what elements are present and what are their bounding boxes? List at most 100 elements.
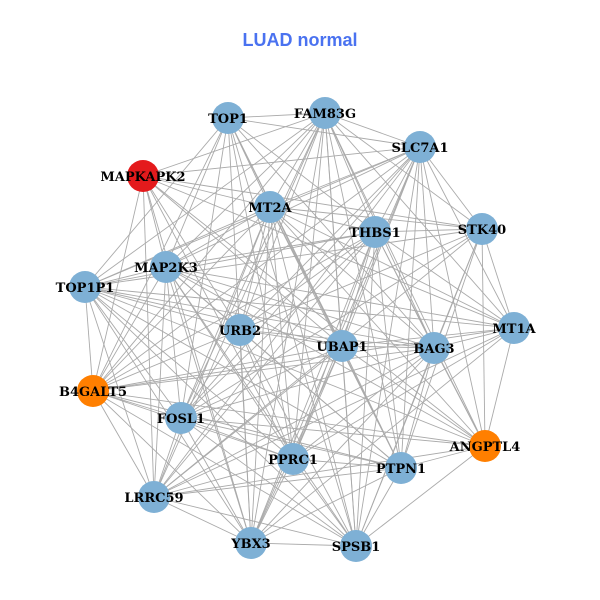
edge-thbs1-fosl1 xyxy=(180,231,376,419)
edge-urb2-ybx3 xyxy=(239,329,252,544)
edge-mt2a-ybx3 xyxy=(250,206,271,544)
edge-slc7a1-bag3 xyxy=(419,146,435,349)
edge-urb2-spsb1 xyxy=(239,329,357,547)
edge-lrrc59-ybx3 xyxy=(153,496,252,544)
node-spsb1[interactable]: SPSB1 xyxy=(332,530,381,562)
edge-mt2a-b4galt5 xyxy=(92,206,271,392)
edge-b4galt5-spsb1 xyxy=(92,390,357,547)
edge-slc7a1-urb2 xyxy=(239,146,421,331)
node-circle[interactable] xyxy=(418,332,450,364)
node-circle[interactable] xyxy=(212,102,244,134)
edge-top1p1-b4galt5 xyxy=(84,286,94,392)
edge-fosl1-pprc1 xyxy=(180,417,294,460)
node-label: MT2A xyxy=(248,201,292,216)
node-circle[interactable] xyxy=(235,527,267,559)
node-circle[interactable] xyxy=(69,271,101,303)
node-circle[interactable] xyxy=(224,314,256,346)
node-circle[interactable] xyxy=(138,481,170,513)
node-circle[interactable] xyxy=(466,213,498,245)
node-stk40[interactable]: STK40 xyxy=(458,213,506,245)
node-fosl1[interactable]: FOSL1 xyxy=(157,402,205,434)
node-circle[interactable] xyxy=(498,312,530,344)
node-top1[interactable]: TOP1 xyxy=(208,102,248,134)
node-mt2a[interactable]: MT2A xyxy=(248,191,293,223)
node-label: URB2 xyxy=(219,324,261,339)
edge-b4galt5-ptpn1 xyxy=(92,390,402,469)
edge-fosl1-spsb1 xyxy=(180,417,357,547)
node-label: TOP1P1 xyxy=(56,281,115,296)
edge-fam83g-b4galt5 xyxy=(92,112,326,392)
node-circle[interactable] xyxy=(404,131,436,163)
edge-slc7a1-map2k3 xyxy=(165,146,421,268)
node-map2k3[interactable]: MAP2K3 xyxy=(134,251,198,283)
node-b4galt5[interactable]: B4GALT5 xyxy=(59,375,127,407)
node-label: FOSL1 xyxy=(157,412,205,427)
node-slc7a1[interactable]: SLC7A1 xyxy=(391,131,449,163)
edge-map2k3-pprc1 xyxy=(165,266,294,460)
node-ubap1[interactable]: UBAP1 xyxy=(316,330,368,362)
edge-mapkapk2-urb2 xyxy=(142,175,241,331)
node-circle[interactable] xyxy=(150,251,182,283)
edge-bag3-ybx3 xyxy=(250,347,435,544)
node-circle[interactable] xyxy=(277,443,309,475)
edge-map2k3-spsb1 xyxy=(165,266,357,547)
edge-map2k3-ubap1 xyxy=(165,266,343,347)
node-mapkapk2[interactable]: MAPKAPK2 xyxy=(100,160,186,192)
node-circle[interactable] xyxy=(309,97,341,129)
edge-top1-slc7a1 xyxy=(227,117,421,148)
edge-mt1a-angptl4 xyxy=(484,327,515,447)
node-circle[interactable] xyxy=(165,402,197,434)
node-urb2[interactable]: URB2 xyxy=(219,314,261,346)
edge-mapkapk2-lrrc59 xyxy=(142,175,155,498)
edge-bag3-spsb1 xyxy=(355,347,435,547)
node-ptpn1[interactable]: PTPN1 xyxy=(376,452,426,484)
edge-slc7a1-thbs1 xyxy=(374,146,421,233)
node-circle[interactable] xyxy=(254,191,286,223)
edge-mt2a-bag3 xyxy=(269,206,435,349)
edge-stk40-urb2 xyxy=(239,228,483,331)
node-circle[interactable] xyxy=(127,160,159,192)
node-fam83g[interactable]: FAM83G xyxy=(294,97,356,129)
node-label: MAP2K3 xyxy=(134,261,198,276)
edge-pprc1-ptpn1 xyxy=(292,458,402,469)
edge-thbs1-lrrc59 xyxy=(153,231,376,498)
edge-stk40-fosl1 xyxy=(180,228,483,419)
edge-mt1a-pprc1 xyxy=(292,327,515,460)
node-lrrc59[interactable]: LRRC59 xyxy=(124,481,184,513)
node-circle[interactable] xyxy=(326,330,358,362)
edge-ybx3-spsb1 xyxy=(250,542,357,547)
node-circle[interactable] xyxy=(77,375,109,407)
node-label: THBS1 xyxy=(349,226,400,241)
edge-slc7a1-fosl1 xyxy=(180,146,421,419)
node-label: ANGPTL4 xyxy=(449,440,521,455)
edge-ubap1-angptl4 xyxy=(341,345,486,447)
edge-fam83g-top1p1 xyxy=(84,112,326,288)
node-mt1a[interactable]: MT1A xyxy=(492,312,537,344)
edge-top1p1-pprc1 xyxy=(84,286,294,460)
node-label: PPRC1 xyxy=(268,453,318,468)
edge-mt2a-map2k3 xyxy=(165,206,271,268)
edge-thbs1-top1p1 xyxy=(84,231,376,288)
node-angptl4[interactable]: ANGPTL4 xyxy=(449,430,521,462)
edge-slc7a1-stk40 xyxy=(419,146,483,230)
node-top1p1[interactable]: TOP1P1 xyxy=(56,271,115,303)
node-circle[interactable] xyxy=(359,216,391,248)
edge-ptpn1-lrrc59 xyxy=(153,467,402,498)
edge-ubap1-spsb1 xyxy=(341,345,357,547)
node-thbs1[interactable]: THBS1 xyxy=(349,216,401,248)
node-pprc1[interactable]: PPRC1 xyxy=(268,443,318,475)
node-circle[interactable] xyxy=(340,530,372,562)
node-label: STK40 xyxy=(458,223,506,238)
node-circle[interactable] xyxy=(469,430,501,462)
edge-thbs1-map2k3 xyxy=(165,231,376,268)
edge-fam83g-angptl4 xyxy=(324,112,486,447)
node-ybx3[interactable]: YBX3 xyxy=(230,527,271,559)
chart-title: LUAD normal xyxy=(242,30,358,50)
node-bag3[interactable]: BAG3 xyxy=(413,332,455,364)
edge-top1p1-lrrc59 xyxy=(84,286,155,498)
edge-fam83g-map2k3 xyxy=(165,112,326,268)
node-circle[interactable] xyxy=(385,452,417,484)
node-label: SLC7A1 xyxy=(391,141,448,156)
edge-urb2-fosl1 xyxy=(180,329,241,419)
